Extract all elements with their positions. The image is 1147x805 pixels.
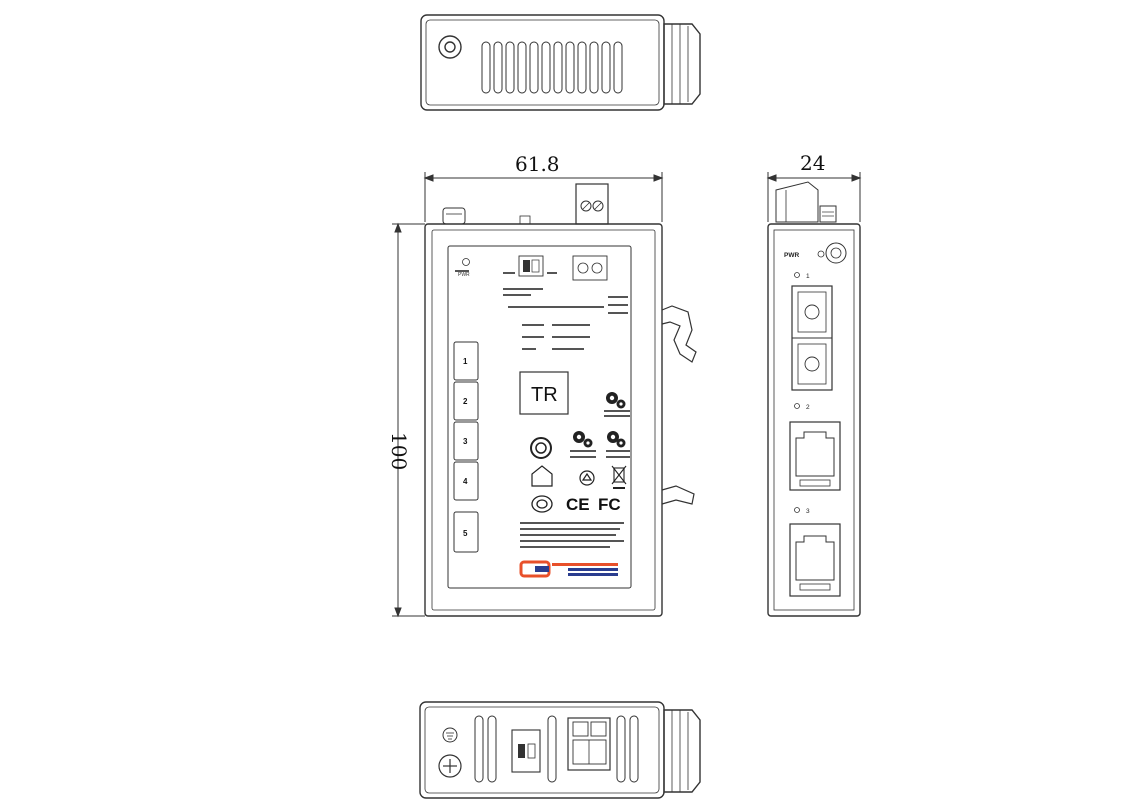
depth-dimension-label: 24 — [800, 151, 825, 175]
rj45-port-3 — [789, 523, 841, 597]
pwr-label: PWR — [458, 272, 470, 278]
rohs-circle-icon — [530, 437, 552, 459]
height-dimension-label: 100 — [387, 432, 411, 470]
side-pwr-led-icon — [817, 250, 825, 258]
port-label-3: 3 — [463, 437, 468, 446]
port1-led-icon — [794, 272, 800, 278]
width-dimension-label: 61.8 — [515, 152, 560, 176]
tr-logo-box — [519, 371, 569, 415]
bottom-view — [419, 701, 701, 799]
gear-icon-2 — [573, 431, 593, 448]
side-port-label-2: 2 — [806, 404, 810, 411]
top-view — [420, 14, 701, 111]
port-label-4: 4 — [463, 477, 468, 486]
depth-dimension — [766, 172, 862, 222]
port-label-2: 2 — [463, 397, 468, 406]
port-label-5: 5 — [463, 529, 468, 538]
port3-led-icon — [794, 507, 800, 513]
port-label-1: 1 — [463, 357, 468, 366]
fc-mark: FC — [598, 495, 621, 514]
front-view — [424, 183, 697, 617]
port2-led-icon — [794, 403, 800, 409]
tr-logo-text: TR — [531, 384, 558, 406]
side-view — [767, 181, 861, 617]
height-dimension — [392, 222, 425, 618]
side-port-label-1: 1 — [806, 273, 810, 280]
ccc-icon — [531, 495, 553, 513]
knob-icon — [438, 35, 462, 59]
gear-icon-3 — [607, 431, 626, 448]
ground-screw-icon — [825, 242, 847, 264]
pwr-led-icon — [462, 258, 470, 266]
brand-logo — [519, 560, 618, 578]
width-dimension — [423, 172, 664, 222]
gear-icon — [606, 392, 626, 409]
ce-mark: CE — [566, 495, 590, 514]
front-label-fine-print — [455, 270, 630, 548]
recycle-icon — [579, 470, 595, 486]
weee-bin-icon — [611, 465, 627, 489]
bottom-screw-icon — [438, 754, 462, 778]
top-vents — [481, 41, 623, 94]
house-icon — [531, 465, 553, 487]
side-pwr-label: PWR — [784, 252, 799, 259]
rj45-port-2 — [789, 421, 841, 491]
side-port-label-3: 3 — [806, 508, 810, 515]
